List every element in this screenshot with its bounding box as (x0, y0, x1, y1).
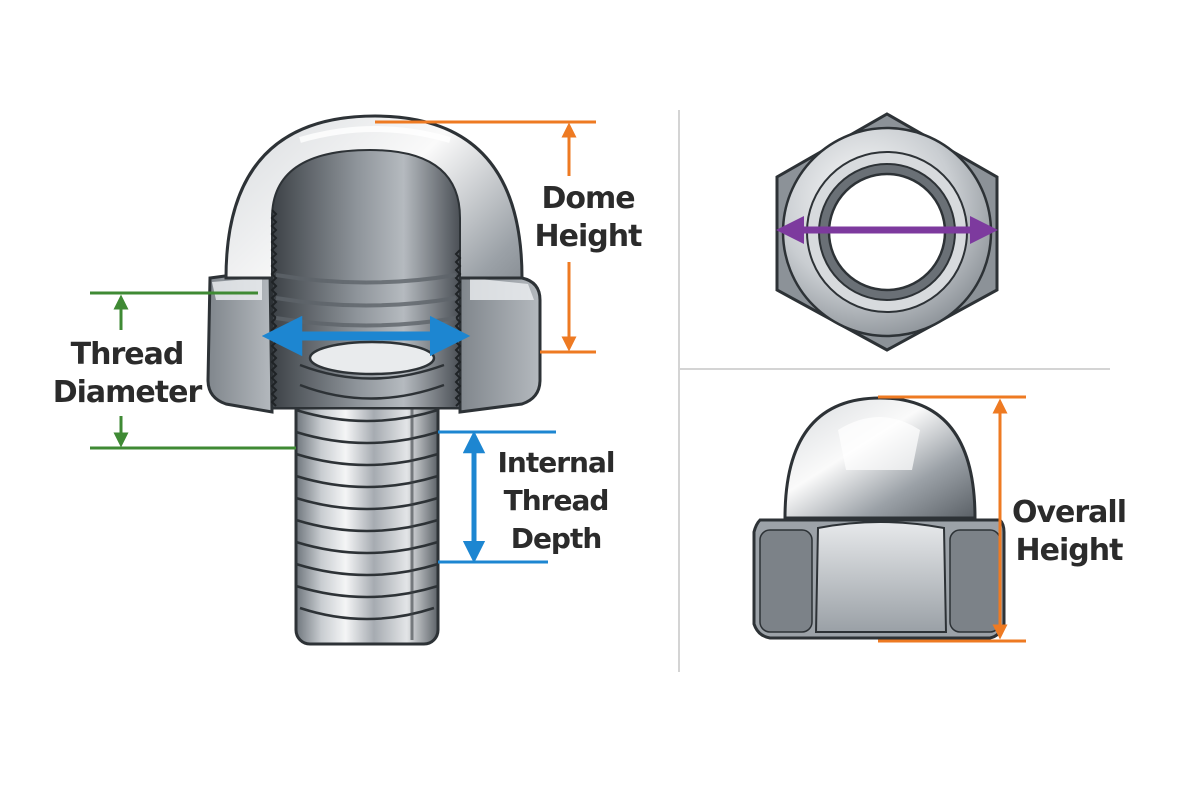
threaded-stud (294, 370, 440, 646)
overall-height-label-line2: Height (1015, 533, 1124, 568)
top-view-hex-nut (775, 112, 999, 352)
dome-height-label-line2: Height (534, 219, 643, 254)
overall-height-label-line1: Overall (1011, 495, 1127, 530)
thread-diameter-label: Thread Diameter (52, 336, 203, 412)
internal-thread-depth-label-line3: Depth (510, 522, 603, 555)
dome-height-label: Dome Height (528, 180, 648, 256)
overall-height-dimension (878, 395, 1026, 643)
side-view-cap-nut (752, 396, 1006, 640)
internal-thread-depth-label-line2: Thread (503, 484, 610, 517)
thread-diameter-label-line2: Diameter (52, 375, 203, 410)
dome-height-dimension (375, 120, 596, 354)
cutaway-cap-nut (206, 114, 542, 646)
dome-height-label-line1: Dome (541, 181, 635, 216)
internal-thread-depth-label-line1: Internal (497, 446, 616, 479)
thread-diameter-dimension (90, 291, 296, 450)
internal-thread-depth-dimension (438, 430, 556, 564)
overall-height-label: Overall Height (1010, 494, 1128, 570)
thread-diameter-label-line1: Thread (70, 337, 185, 372)
internal-thread-depth-label: Internal Thread Depth (496, 444, 616, 558)
